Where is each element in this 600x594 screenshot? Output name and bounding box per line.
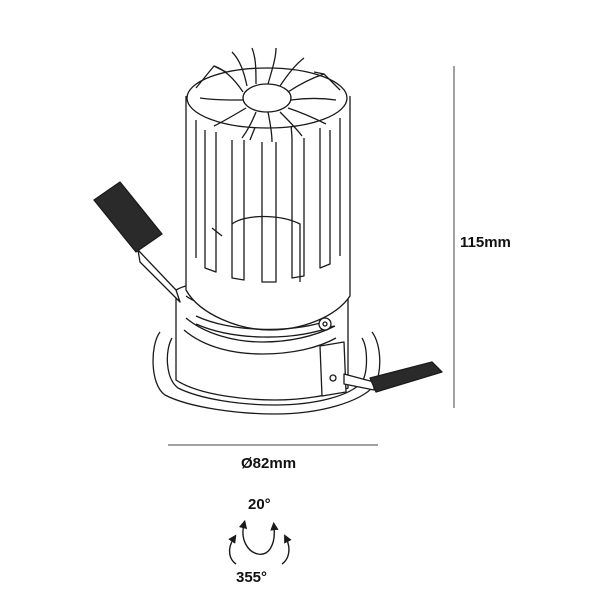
rotation-angle-label: 355°: [236, 569, 268, 586]
right-spring-clip: [343, 361, 443, 393]
heatsink-top-fins: [186, 47, 348, 143]
spring-bracket: [319, 341, 347, 397]
heatsink: [185, 96, 351, 331]
tilt-angle-label: 20°: [248, 496, 271, 513]
height-label: 115mm: [460, 234, 511, 251]
rotation-band: [195, 315, 335, 338]
tilt-rotation-icon: [228, 519, 292, 565]
diameter-label: Ø82mm: [241, 455, 297, 472]
left-spring-clip: [93, 181, 181, 303]
